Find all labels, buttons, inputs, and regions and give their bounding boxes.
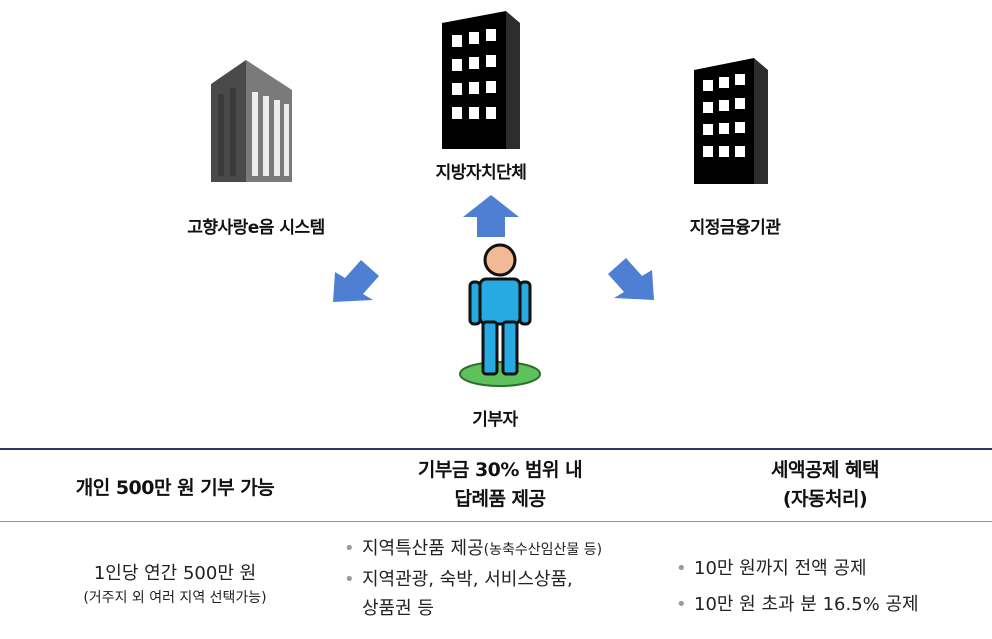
office-building-icon [694,58,768,184]
office-building-icon [442,11,520,149]
col-3-list: • 10만 원까지 전액 공제 • 10만 원 초과 분 16.5% 공제 [676,551,976,623]
header-col-1: 개인 500만 원 기부 가능 [75,477,275,499]
bullet-icon: • [676,594,687,615]
table-mid-rule [0,521,992,522]
local-gov-label: 지방자치단체 [435,163,527,183]
arrow-up-right-icon [608,258,654,300]
arrow-up-left-icon [333,260,379,302]
col-1-body: 1인당 연간 500만 원 (거주지 외 여러 지역 선택가능) [20,561,330,609]
donor-label: 기부자 [472,410,518,430]
col-2-list: • 지역특산품 제공(농축수산임산물 등) • 지역관광, 숙박, 서비스상품,… [344,534,674,623]
person-icon [459,243,541,387]
arrow-up-icon [463,195,519,237]
bullet-icon: • [344,569,355,590]
bank-label: 지정금융기관 [689,218,781,238]
office-building-icon [211,60,292,182]
header-col-2: 기부금 30% 범위 내 답례품 제공 [417,459,583,510]
list-item: • 지역특산품 제공(농축수산임산물 등) [344,534,674,565]
col-1-main: 1인당 연간 500만 원 [93,563,257,584]
table-top-rule [0,448,992,450]
list-item: • 10만 원까지 전액 공제 [676,551,976,587]
header-col-3: 세액공제 혜택 (자동처리) [771,459,880,510]
list-item: • 지역관광, 숙박, 서비스상품, 상품권 등 [344,565,674,623]
system-label: 고향사랑e음 시스템 [187,218,325,238]
bullet-icon: • [676,558,687,579]
bullet-icon: • [344,538,355,559]
list-item: • 10만 원 초과 분 16.5% 공제 [676,587,976,623]
col-1-sub: (거주지 외 여러 지역 선택가능) [83,590,267,606]
